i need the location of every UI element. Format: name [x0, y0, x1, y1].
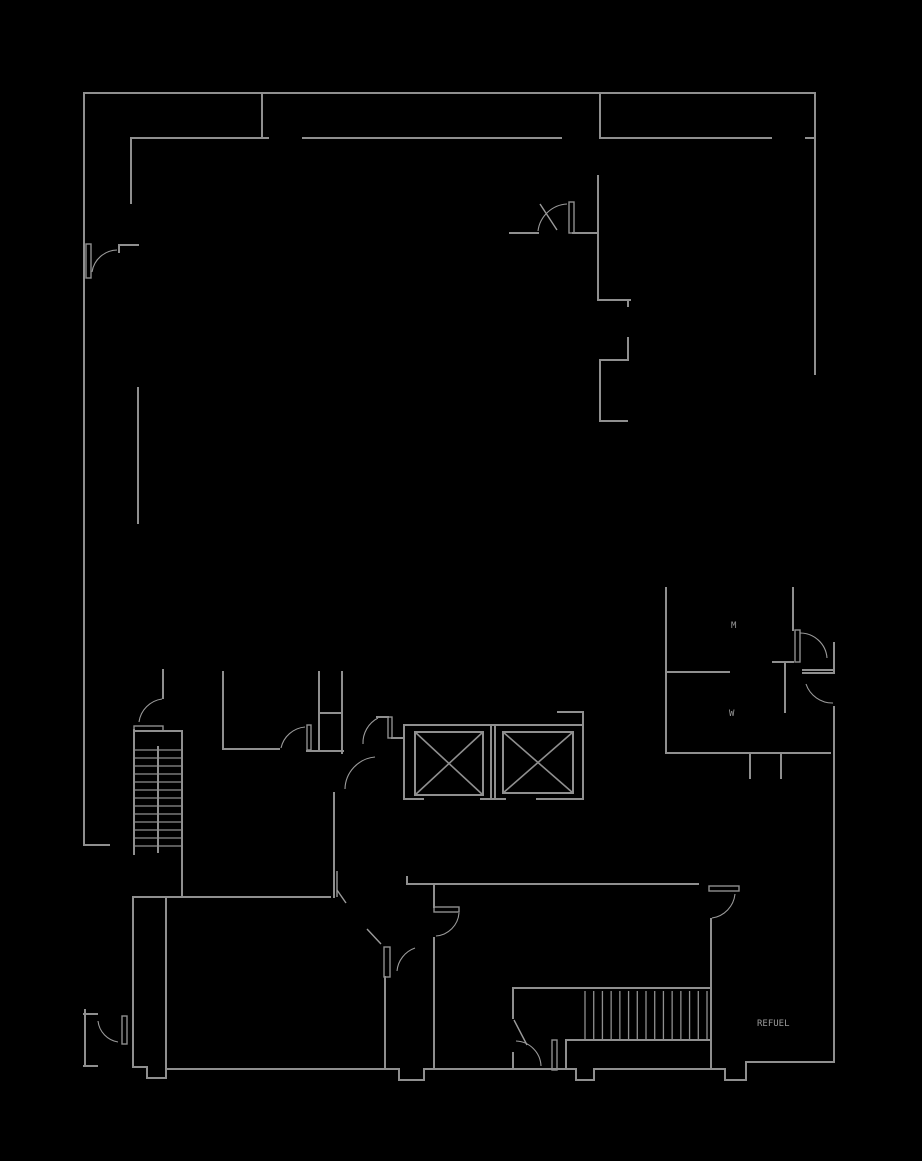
- door-jamb: [85, 243, 92, 279]
- door-jamb: [433, 906, 460, 913]
- door-swing-arc: [396, 947, 416, 972]
- room-labels-group: M W REFUEL: [729, 621, 790, 1029]
- elevator-x-diagonal: [414, 731, 484, 796]
- door-swing-arc: [91, 249, 118, 273]
- door-swings-group: [91, 203, 834, 1067]
- door-leaf: [366, 928, 382, 945]
- elevator-x-diagonal: [502, 731, 574, 794]
- door-leaf: [539, 203, 558, 231]
- door-swing-arc: [280, 726, 306, 749]
- door-swing-arc: [799, 632, 828, 659]
- door-leaf: [336, 889, 347, 904]
- door-jamb: [794, 629, 801, 663]
- door-leaf: [513, 1019, 528, 1046]
- elevator-shaft-box: [502, 731, 574, 794]
- door-jamb: [383, 946, 391, 978]
- door-leaves-group: [336, 203, 558, 1046]
- elevator-shafts-group: [414, 731, 574, 796]
- door-jamb: [568, 201, 575, 234]
- door-swing-arc: [711, 893, 736, 919]
- door-swing-arc: [435, 912, 460, 937]
- door-swing-arc: [537, 203, 568, 232]
- door-jamb: [133, 725, 164, 732]
- door-jamb: [121, 1015, 128, 1045]
- stairs-group: [134, 749, 708, 1040]
- walls-group: [83, 92, 835, 1081]
- door-swing-arc: [138, 698, 163, 723]
- door-swing-arc: [805, 683, 834, 704]
- door-jamb: [708, 885, 740, 892]
- room-label-m: M: [731, 621, 737, 631]
- door-jamb: [551, 1039, 558, 1071]
- door-jambs-group: [85, 201, 801, 1071]
- door-jamb: [306, 724, 312, 751]
- room-label-refuel: REFUEL: [757, 1019, 790, 1029]
- elevator-shaft-box: [414, 731, 484, 796]
- door-jamb: [387, 716, 393, 739]
- door-swing-arc: [362, 717, 379, 745]
- door-swing-arc: [97, 1020, 119, 1043]
- room-label-w: W: [729, 709, 735, 719]
- door-swing-arc: [344, 756, 376, 790]
- door-swing-arc: [515, 1040, 542, 1067]
